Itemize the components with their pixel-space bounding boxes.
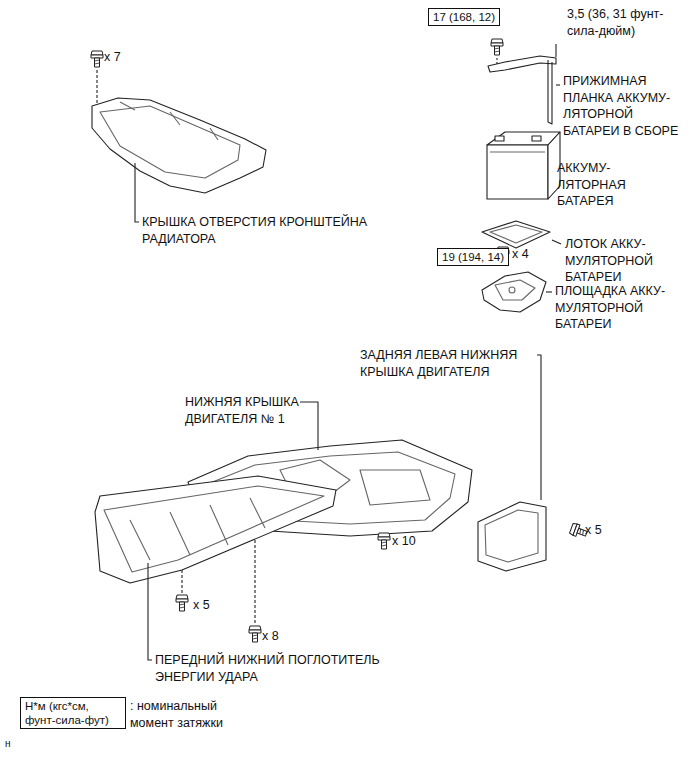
box-text: Н*м (кгс*см, фунт-сила-фут) bbox=[25, 699, 121, 727]
quantity: x 4 bbox=[512, 246, 529, 263]
part-name: ПЕРЕДНИЙ НИЖНИЙ ПОГЛОТИТЕЛЬ ЭНЕРГИИ УДАР… bbox=[155, 652, 415, 685]
quantity: x 5 bbox=[193, 597, 210, 614]
torque-box: 19 (194, 14) bbox=[437, 248, 509, 266]
quantity: x 5 bbox=[585, 522, 602, 539]
part-name: ПЛОЩАДКА АККУ-МУЛЯТОРНОЙ БАТАРЕИ bbox=[555, 283, 685, 333]
part-name: АККУМУ-ЛЯТОРНАЯ БАТАРЕЯ bbox=[557, 160, 662, 210]
quantity: x 10 bbox=[392, 533, 416, 550]
box-text: 17 (168, 12) bbox=[433, 10, 495, 24]
part-name: НИЖНЯЯ КРЫШКА ДВИГАТЕЛЯ № 1 bbox=[185, 394, 315, 427]
quantity: x 8 bbox=[262, 628, 279, 645]
part-name: ЗАДНЯЯ ЛЕВАЯ НИЖНЯЯ КРЫШКА ДВИГАТЕЛЯ bbox=[360, 347, 545, 380]
legend-box: Н*м (кгс*см, фунт-сила-фут) bbox=[20, 697, 126, 729]
quantity: x 7 bbox=[104, 49, 121, 66]
part-name: КРЫШКА ОТВЕРСТИЯ КРОНШТЕЙНА РАДИАТОРА bbox=[142, 214, 392, 247]
part-name: ПРИЖИМНАЯ ПЛАНКА АККУМУ-ЛЯТОРНОЙ БАТАРЕИ… bbox=[563, 73, 685, 139]
page-mark: н bbox=[5, 736, 11, 753]
torque-value: 3,5 (36, 31 фунт-сила-дюйм) bbox=[567, 6, 685, 39]
box-text: 19 (194, 14) bbox=[442, 250, 504, 264]
legend-text: : номинальный момент затяжки bbox=[130, 698, 235, 731]
part-name: ЛОТОК АККУ-МУЛЯТОРНОЙ БАТАРЕИ bbox=[565, 236, 680, 286]
torque-box: 17 (168, 12) bbox=[428, 8, 500, 26]
